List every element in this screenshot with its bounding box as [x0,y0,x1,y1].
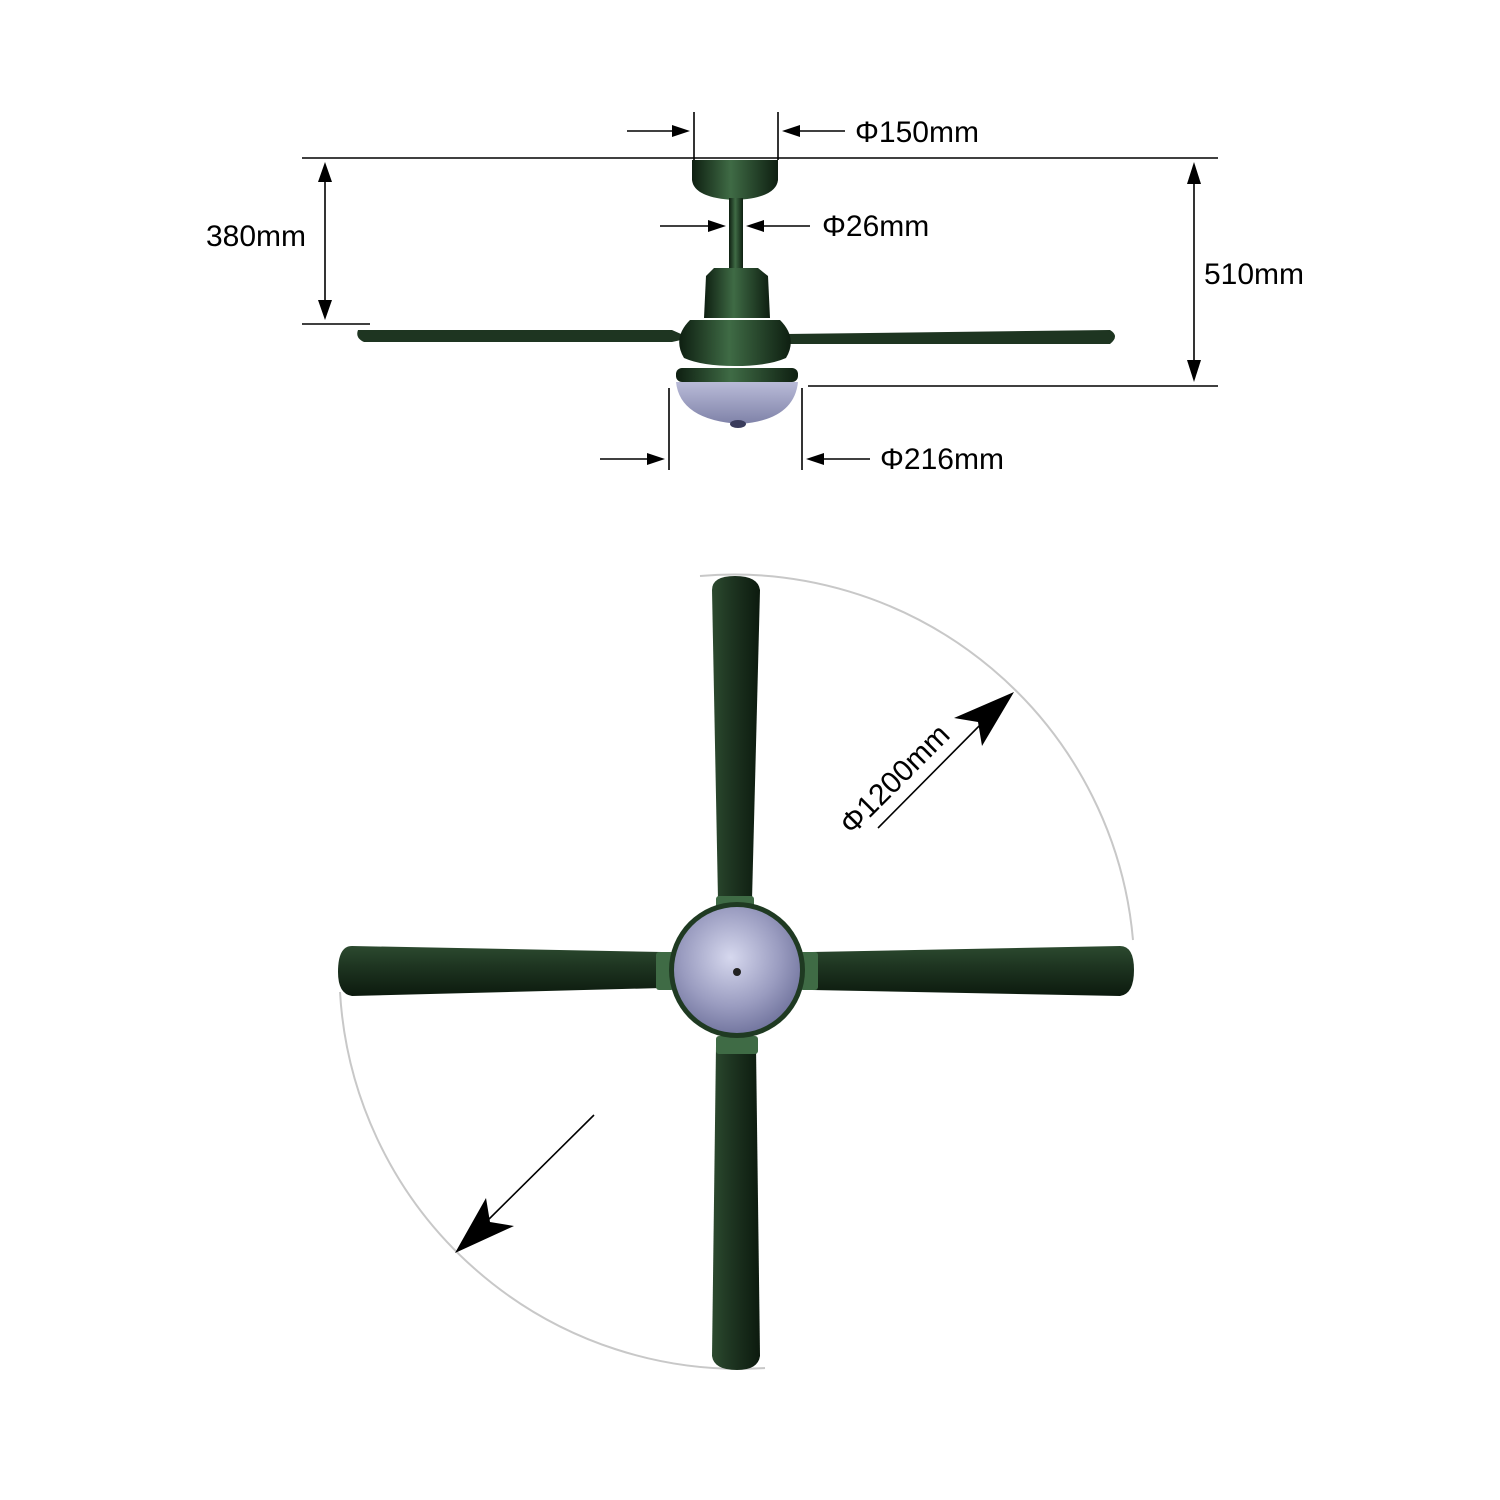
sweep-arc-upper-right [699,573,1134,941]
blade-left [357,330,690,342]
arrow-right-icon [708,220,726,232]
plan-view: Φ1200mm [338,573,1134,1370]
arrow-down-icon [318,300,332,320]
finial-dot [733,968,741,976]
arrow-diagonal-down-icon [455,1198,514,1253]
arrow-right-icon [647,453,665,465]
arrow-diagonal-up-icon [954,692,1014,746]
light-fitter-ring [676,368,798,382]
blade-bottom [712,1046,760,1370]
sweep-diameter-label: Φ1200mm [834,718,957,841]
light-glass-bowl [676,382,798,424]
blade-right [812,946,1134,996]
arrow-left-icon [746,220,764,232]
blade-left [338,946,662,996]
downrod-diameter-label: Φ26mm [822,210,929,243]
blade-collar-left [656,952,674,990]
overall-height-label: 510mm [1204,258,1304,291]
light-diameter-label: Φ216mm [880,443,1004,476]
arrow-down-icon [1187,360,1201,382]
blade-right [786,330,1115,344]
canopy [692,160,778,200]
sweep-arc-lower-left [339,991,766,1370]
downrod [729,198,743,268]
arrow-left-icon [782,125,800,137]
ceiling-to-blade-label: 380mm [206,220,306,253]
arrow-left-icon [806,453,824,465]
blade-top [712,576,760,900]
motor-housing [704,268,770,318]
canopy-diameter-label: Φ150mm [855,116,979,149]
finial [730,420,746,428]
switch-housing [679,320,791,366]
arrow-up-icon [318,162,332,182]
blade-collar-bottom [716,1036,758,1054]
side-view: Φ150mm Φ26mm 380mm 510mm Φ216mm [206,112,1304,476]
arrow-up-icon [1187,162,1201,184]
arrow-right-icon [672,125,690,137]
blade-collar-right [800,952,818,990]
